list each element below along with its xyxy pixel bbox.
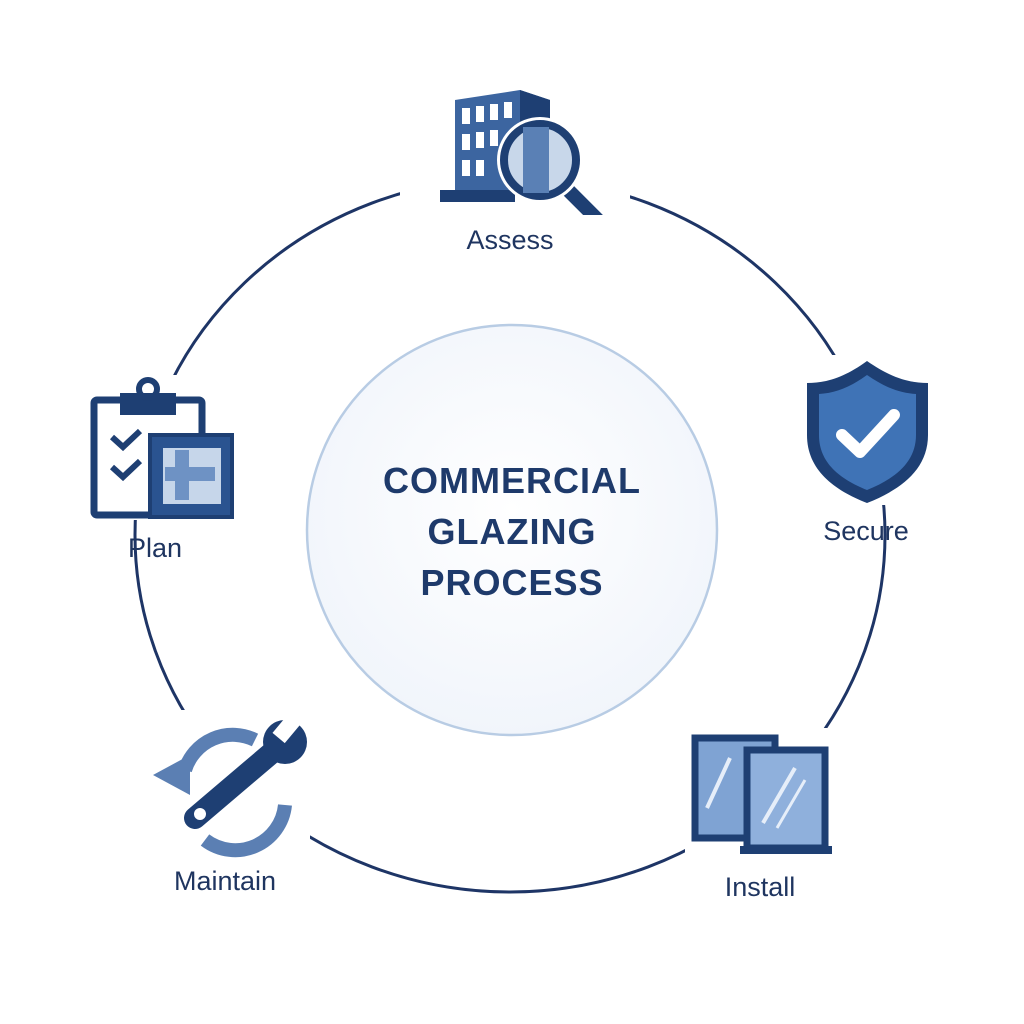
center-circle (305, 323, 719, 737)
step-label-install: Install (724, 872, 796, 902)
step-label-plan: Plan (127, 533, 183, 563)
wrench-cycle-icon (145, 710, 310, 860)
title-line-1: COMMERCIAL (383, 460, 641, 501)
glass-panes-icon (685, 728, 840, 863)
diagram-title: COMMERCIAL GLAZING PROCESS (312, 455, 712, 608)
title-line-3: PROCESS (420, 562, 604, 603)
step-label-maintain: Maintain (173, 866, 277, 896)
clipboard-blueprint-icon (85, 375, 240, 520)
step-label-assess: Assess (466, 225, 554, 255)
building-magnifier-icon (400, 80, 630, 215)
title-line-2: GLAZING (427, 511, 597, 552)
shield-check-icon (800, 355, 935, 505)
step-label-secure: Secure (823, 516, 909, 546)
